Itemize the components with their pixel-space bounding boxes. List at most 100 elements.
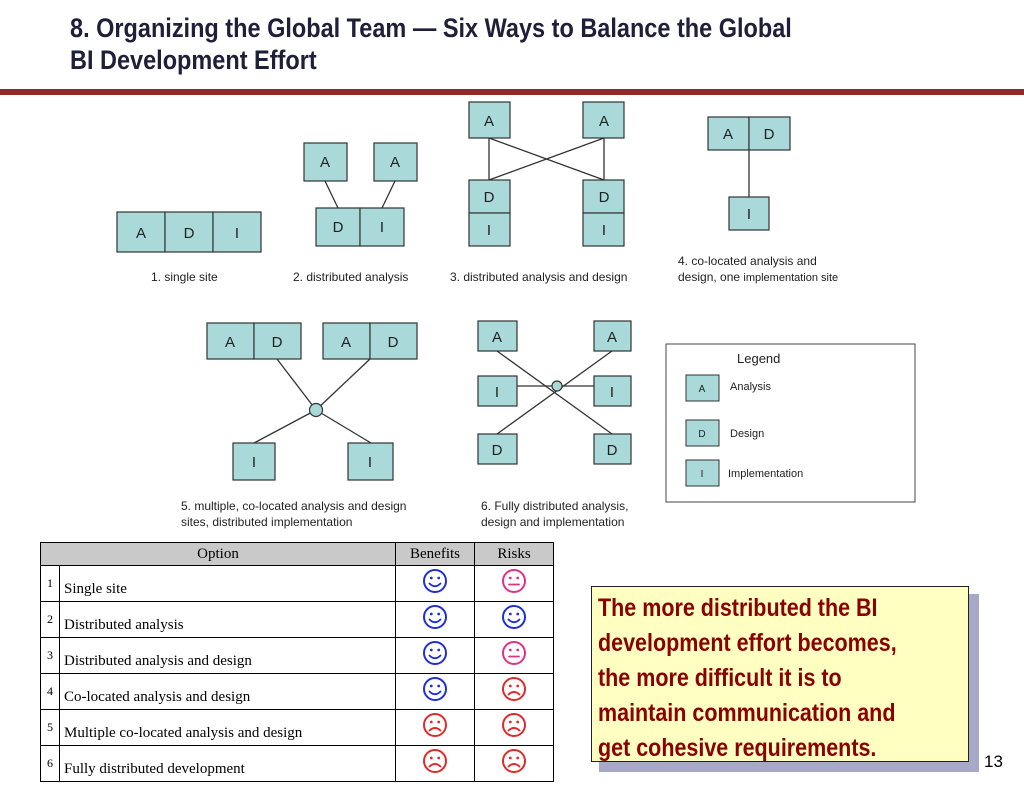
- letter-i: I: [495, 384, 499, 401]
- letter-a: A: [136, 225, 146, 242]
- rating-cell: [474, 637, 554, 674]
- header-risks: Risks: [474, 542, 554, 566]
- letter-d: D: [333, 219, 344, 236]
- box-implementation: [477, 375, 518, 407]
- rating-cell: [474, 601, 554, 638]
- rating-cell: [395, 637, 475, 674]
- caption-option-3: 3. distributed analysis and design: [450, 270, 627, 284]
- letter-i: I: [235, 225, 239, 242]
- box-analysis: [582, 101, 625, 139]
- caption-option-4-part-b: implementation site: [743, 272, 838, 284]
- rating-cell: [474, 565, 554, 602]
- letter-a: A: [225, 334, 235, 351]
- letter-d: D: [388, 334, 399, 351]
- table-header-row: Option Benefits Risks: [40, 542, 554, 566]
- legend-swatch-analysis: [685, 374, 720, 402]
- letter-i: I: [602, 222, 606, 239]
- letter-a: A: [723, 126, 733, 143]
- happy-face-icon: [423, 677, 447, 701]
- happy-face-icon: [423, 569, 447, 593]
- box-implementation: [232, 442, 276, 481]
- callout-line-4: maintain communication and: [598, 699, 896, 727]
- letter-d: D: [484, 189, 495, 206]
- box-design: [468, 179, 511, 214]
- rating-cell: [395, 745, 475, 782]
- sad-face-icon: [423, 713, 447, 737]
- letter-a: A: [390, 154, 400, 171]
- box-implementation: [728, 196, 770, 231]
- header-benefits: Benefits: [395, 542, 475, 566]
- callout-box: The more distributed the BI development …: [591, 586, 969, 762]
- box-implementation: [359, 207, 405, 247]
- row-option: Distributed analysis: [59, 601, 396, 638]
- letter-d: D: [607, 442, 618, 459]
- legend-swatch-implementation: [685, 459, 720, 487]
- rating-cell: [395, 601, 475, 638]
- box-implementation: [347, 442, 394, 481]
- legend-label-implementation: Implementation: [728, 468, 803, 480]
- caption-option-4-line2: design, one implementation site: [678, 270, 838, 284]
- box-design: [582, 179, 625, 214]
- letter-d: D: [764, 126, 775, 143]
- slide-title-line2: BI Development Effort: [70, 45, 317, 75]
- title-divider: [0, 89, 1024, 95]
- box-design: [315, 207, 361, 247]
- box-analysis: [116, 211, 166, 253]
- diagram-boxes: [116, 101, 791, 481]
- box-design: [477, 433, 518, 465]
- callout-line-5: get cohesive requirements.: [598, 734, 877, 762]
- letter-i: I: [487, 222, 491, 239]
- callout-line-2: development effort becomes,: [598, 629, 897, 657]
- row-number: 3: [40, 637, 60, 674]
- hub-node: [308, 402, 324, 418]
- row-option: Co-located analysis and design: [59, 673, 396, 710]
- legend-key-implementation: I: [701, 469, 704, 480]
- caption-option-2: 2. distributed analysis: [293, 270, 408, 284]
- page-number: 13: [984, 752, 1003, 771]
- box-analysis: [322, 322, 371, 360]
- row-number: 5: [40, 709, 60, 746]
- row-option: Single site: [59, 565, 396, 602]
- caption-option-4-part-a: design, one: [678, 270, 743, 284]
- sad-face-icon: [502, 749, 526, 773]
- letter-a: A: [484, 113, 494, 130]
- letter-a: A: [341, 334, 351, 351]
- legend-swatch-design: [685, 419, 720, 447]
- sad-face-icon: [502, 713, 526, 737]
- box-analysis: [373, 142, 418, 182]
- happy-face-icon: [423, 641, 447, 665]
- rating-cell: [474, 673, 554, 710]
- sad-face-icon: [423, 749, 447, 773]
- legend-key-analysis: A: [699, 384, 706, 395]
- rating-cell: [395, 565, 475, 602]
- letter-a: A: [320, 154, 330, 171]
- letter-a: A: [492, 329, 502, 346]
- box-design: [369, 322, 418, 360]
- box-design: [593, 433, 632, 465]
- letter-i: I: [747, 206, 751, 223]
- letter-i: I: [610, 384, 614, 401]
- caption-option-5-line2: sites, distributed implementation: [181, 515, 352, 529]
- letter-i: I: [252, 454, 256, 471]
- box-design: [253, 322, 302, 360]
- row-number: 2: [40, 601, 60, 638]
- caption-option-1: 1. single site: [151, 270, 218, 284]
- rating-cell: [474, 745, 554, 782]
- slide-title: 8. Organizing the Global Team — Six Ways…: [70, 12, 888, 76]
- letter-i: I: [368, 454, 372, 471]
- box-letters: A D I A A D I A A D I D I A D I A D A D …: [136, 113, 775, 471]
- row-option: Distributed analysis and design: [59, 637, 396, 674]
- legend-key-design: D: [698, 429, 705, 440]
- row-number: 4: [40, 673, 60, 710]
- legend: Legend A Analysis D Design I Implementat…: [665, 343, 916, 503]
- box-design: [748, 116, 791, 151]
- happy-face-icon: [502, 605, 526, 629]
- caption-option-6-line1: 6. Fully distributed analysis,: [481, 499, 628, 513]
- neutral-face-icon: [502, 569, 526, 593]
- box-implementation: [468, 212, 511, 247]
